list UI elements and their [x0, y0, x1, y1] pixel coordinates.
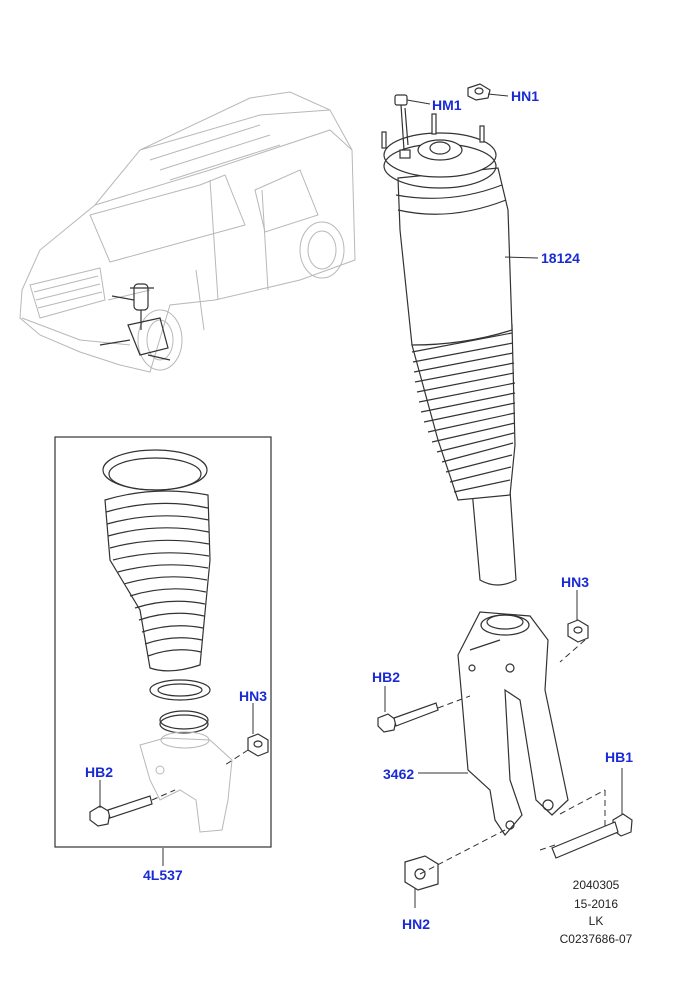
kit-hn3-nut [247, 733, 269, 757]
air-spring-bellows [411, 324, 516, 501]
hb2-bolt [377, 702, 439, 733]
air-spring-body [397, 167, 513, 346]
kit-contents [102, 449, 211, 734]
kit-knuckle-ghost [139, 731, 233, 833]
ref-initials: LK [588, 914, 604, 928]
hb1-bolt [551, 813, 633, 859]
callout-hb1: HB1 [605, 749, 634, 765]
callout-hn3-top: HN3 [561, 574, 590, 590]
hn3-nut [567, 619, 589, 643]
callout-hn2: HN2 [402, 916, 431, 932]
callout-hn1: HN1 [511, 88, 540, 104]
kit-alignment-lines [151, 749, 249, 801]
vehicle-illustration [19, 91, 356, 373]
callout-hb2-kit: HB2 [85, 764, 114, 780]
knuckle-bracket [457, 611, 569, 836]
air-spring-strut [381, 83, 517, 586]
ref-date: 15-2016 [573, 897, 619, 911]
callout-kit: 4L537 [143, 867, 183, 883]
callout-hm1: HM1 [432, 97, 462, 113]
callout-hb2: HB2 [372, 669, 401, 685]
leader-lines [99, 93, 623, 908]
kit-hb2-bolt [89, 795, 153, 827]
alignment-lines [419, 639, 606, 875]
ref-code-1: 2040305 [572, 878, 620, 892]
hn1-nut [467, 83, 491, 101]
callout-hn3-kit: HN3 [239, 688, 268, 704]
kit-inset-box [54, 436, 272, 848]
callout-knuckle: 3462 [383, 766, 415, 782]
vehicle-strut-highlight [99, 283, 171, 361]
ref-drawing-id: C0237686-07 [559, 932, 633, 946]
callout-spring: 18124 [541, 250, 580, 266]
